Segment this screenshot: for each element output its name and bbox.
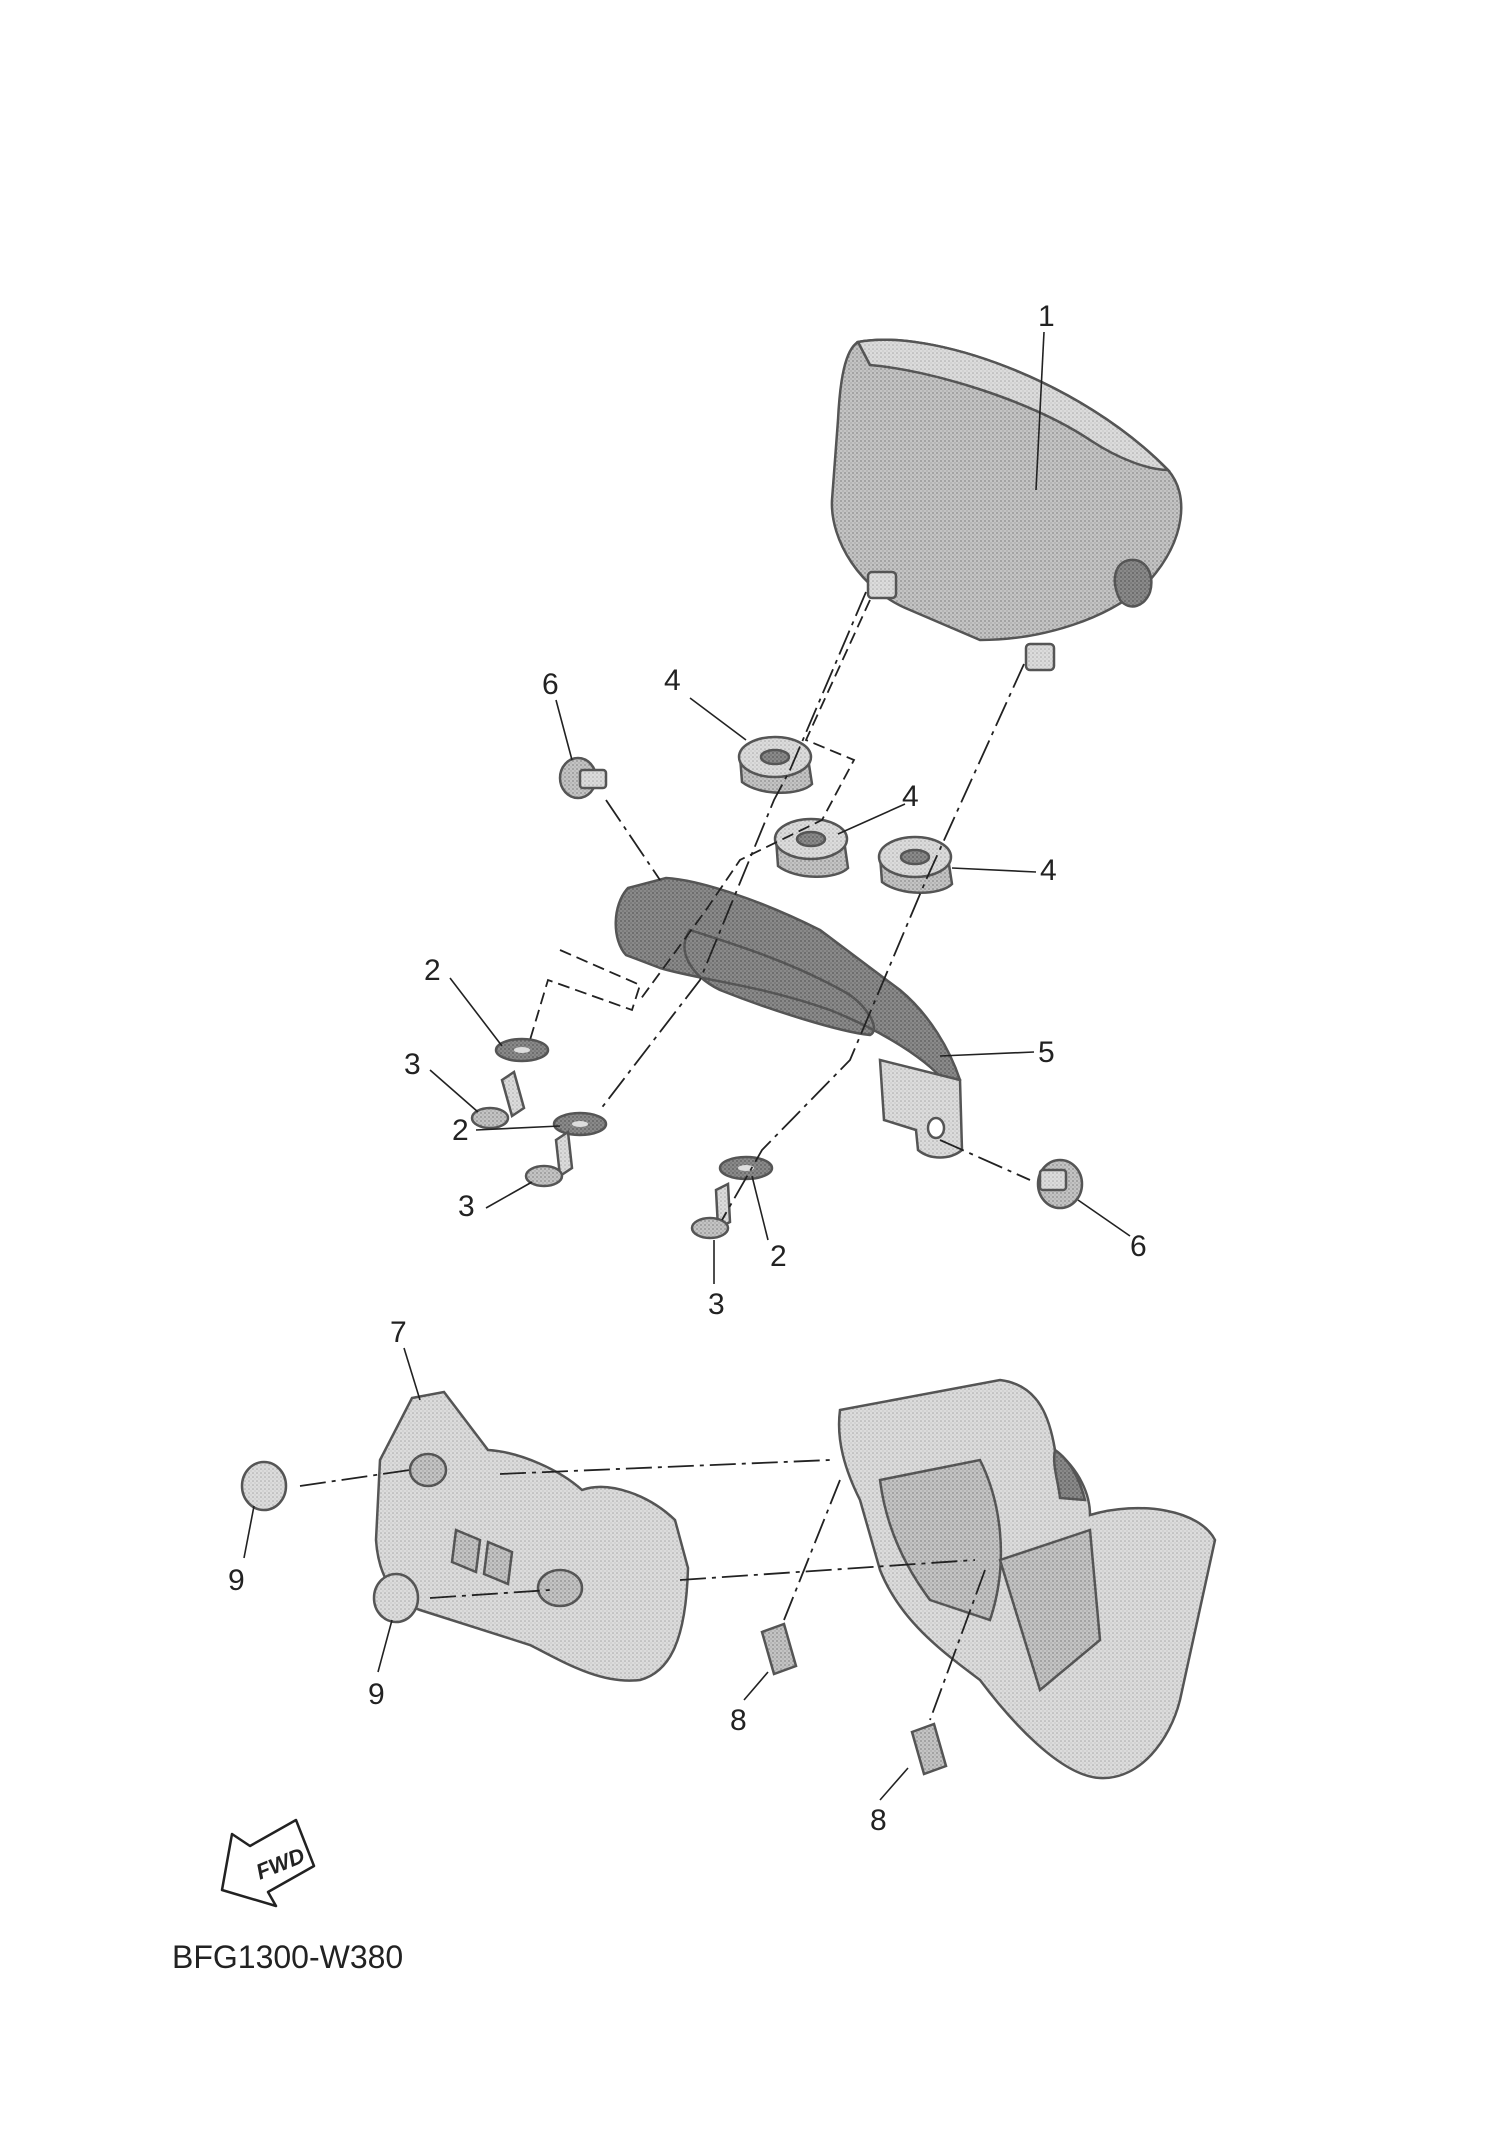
damper-4b	[773, 817, 850, 878]
clip-8a	[760, 1622, 798, 1676]
callout-2: 2	[452, 1114, 469, 1147]
callout-9: 9	[228, 1564, 245, 1597]
rivet-9a	[240, 1460, 288, 1512]
callout-4: 4	[902, 780, 919, 813]
callout-4: 4	[664, 664, 681, 697]
callout-3: 3	[404, 1048, 421, 1081]
panel-cover	[374, 1390, 690, 1682]
damper-4c	[877, 835, 954, 894]
callout-8: 8	[730, 1704, 747, 1737]
callout-5: 5	[1038, 1036, 1055, 1069]
callout-1: 1	[1038, 300, 1055, 333]
callout-4: 4	[1040, 854, 1057, 887]
damper-4a	[737, 735, 814, 794]
meter-bracket	[614, 876, 964, 1159]
washer-2b	[552, 1111, 608, 1137]
callout-7: 7	[390, 1316, 407, 1349]
meter-assembly	[830, 338, 1183, 672]
callout-labels: 1 2 2 2 3 3 3 4 4 4 5 6 6 7 8 8 9 9	[228, 300, 1147, 1837]
bolt-6b	[1036, 1158, 1084, 1210]
screw-3a	[470, 1070, 526, 1130]
washer-2c	[718, 1155, 774, 1181]
bolt-6a	[558, 756, 608, 800]
screw-3c	[690, 1182, 732, 1240]
leader-lines	[243, 331, 1131, 1801]
callout-2: 2	[770, 1240, 787, 1273]
fwd-arrow-icon: FWD	[220, 1818, 316, 1908]
diagram-code: BFG1300-W380	[172, 1939, 403, 1975]
callout-8: 8	[870, 1804, 887, 1837]
callout-2: 2	[424, 954, 441, 987]
front-housing	[837, 1378, 1217, 1780]
callout-6: 6	[542, 668, 559, 701]
callout-3: 3	[708, 1288, 725, 1321]
screw-3b	[524, 1129, 574, 1188]
assembly-lines	[299, 591, 1031, 1721]
washer-2a	[494, 1037, 550, 1063]
callout-6: 6	[1130, 1230, 1147, 1263]
callout-3: 3	[458, 1190, 475, 1223]
rivet-9b	[372, 1572, 420, 1624]
clip-8b	[910, 1722, 948, 1776]
callout-9: 9	[368, 1678, 385, 1711]
